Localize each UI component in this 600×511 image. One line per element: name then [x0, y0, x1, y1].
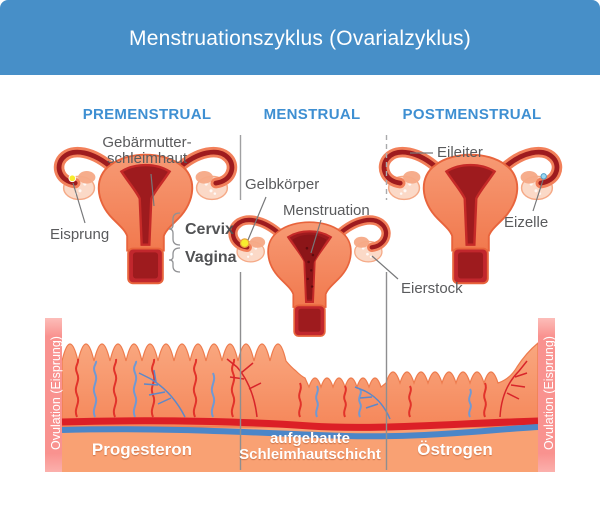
- label-aufgebaute-schleimhautschicht: aufgebaute Schleimhautschicht: [239, 430, 381, 463]
- label-cervix: Cervix: [185, 221, 234, 238]
- page-title: Menstruationszyklus (Ovarialzyklus): [129, 27, 471, 50]
- blue-hormone-line: [61, 424, 539, 440]
- egg-cell-dot: [540, 173, 547, 180]
- section-title-postmenstrual: POSTMENSTRUAL: [402, 106, 542, 123]
- label-progesteron: Progesteron: [91, 440, 193, 459]
- label-eizelle: Eizelle: [504, 214, 549, 231]
- section-title-premenstrual: PREMENSTRUAL: [82, 106, 212, 123]
- title-bar: Menstruationszyklus (Ovarialzyklus): [0, 0, 600, 75]
- label-vagina: Vagina: [185, 249, 237, 266]
- label-menstruation: Menstruation: [283, 202, 370, 219]
- uterus-illustration-premenstrual: [49, 107, 242, 290]
- ovulation-site-dot: [68, 174, 77, 183]
- ovulation-bar-left: [45, 318, 62, 472]
- axis-label-ovulation-left: Ovulation (Eisprung): [49, 336, 63, 450]
- endometrium-cycle-chart: [45, 318, 555, 472]
- section-title-menstrual: MENSTRUAL: [263, 106, 361, 123]
- blue-vessels: [92, 360, 472, 418]
- axis-label-ovulation-right: Ovulation (Eisprung): [542, 336, 556, 450]
- label-eierstock: Eierstock: [401, 280, 463, 297]
- blue-vessel-tree: [138, 369, 391, 420]
- label-oestrogen: Östrogen: [417, 440, 493, 459]
- red-vessel-tree: [226, 358, 528, 418]
- red-vessels: [74, 358, 487, 418]
- red-hormone-line: [61, 417, 539, 431]
- ovulation-bar-right: [538, 318, 555, 472]
- uterus-illustration-postmenstrual: [374, 107, 567, 290]
- corpus-luteum-dot: [239, 238, 250, 248]
- menstrual-flow-dots: [305, 246, 315, 288]
- label-gebaermutterschleimhaut: Gebärmutter- schleimhaut: [102, 134, 192, 167]
- label-eisprung: Eisprung: [50, 226, 110, 243]
- label-gelbkoerper: Gelbkörper: [245, 176, 320, 193]
- label-eileiter: Eileiter: [437, 144, 483, 161]
